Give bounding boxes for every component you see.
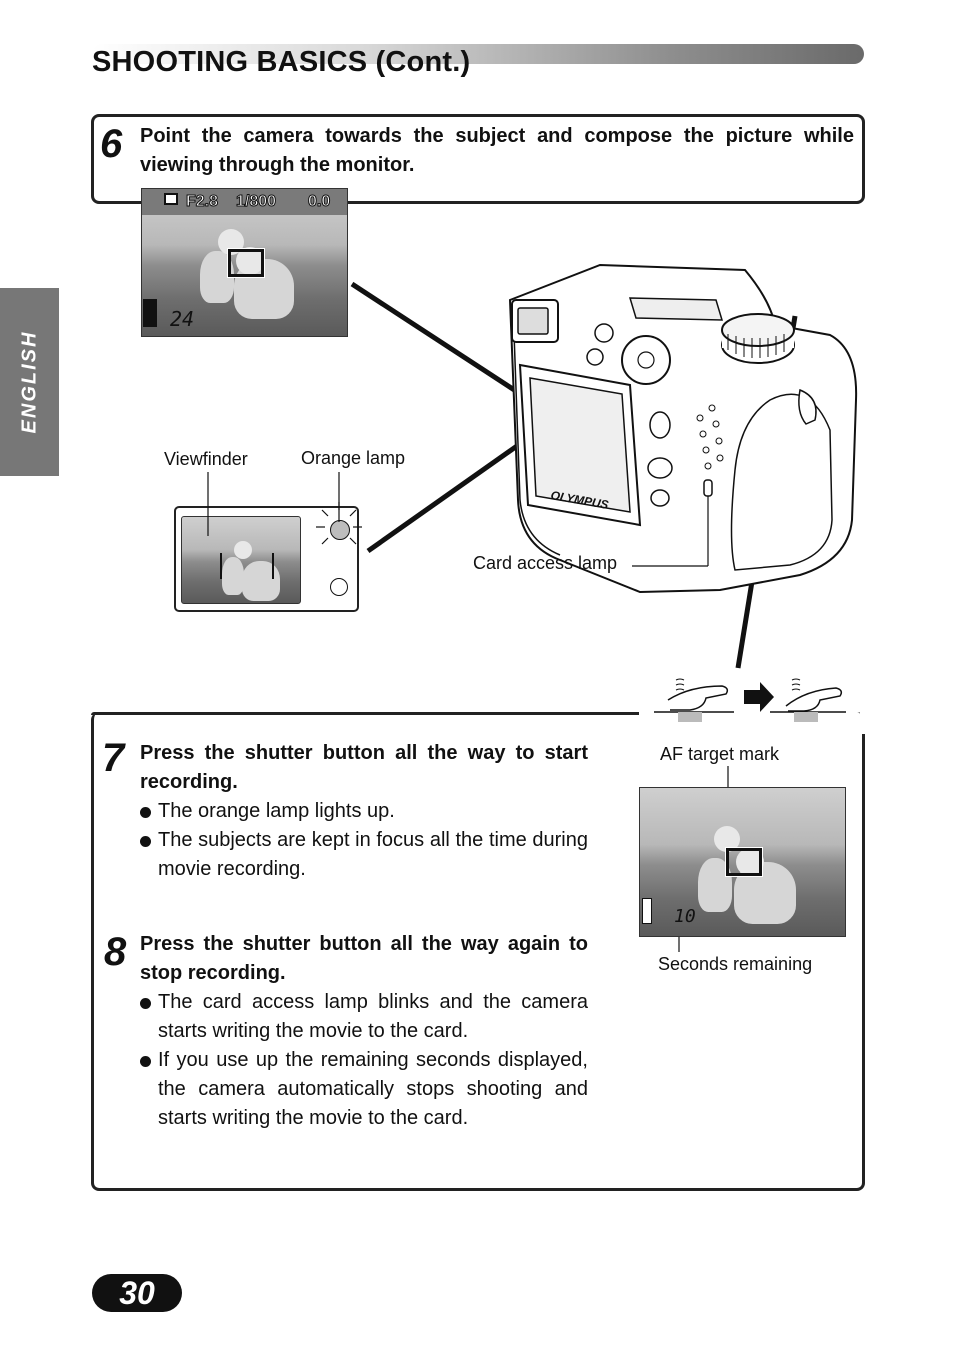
steps-7-8-box-right-gap bbox=[860, 712, 868, 734]
af-cross-mark bbox=[220, 553, 274, 579]
steps-7-8-box bbox=[91, 712, 865, 1191]
orange-lamp-indicator bbox=[330, 520, 350, 540]
step-8-heading: Press the shutter button all the way aga… bbox=[140, 933, 588, 984]
step-6-text: Point the camera towards the subject and… bbox=[140, 125, 854, 176]
step-8-number: 8 bbox=[104, 930, 127, 974]
seconds-remaining-label: Seconds remaining bbox=[658, 954, 813, 974]
viewfinder-image bbox=[181, 516, 301, 604]
step-7-heading: Press the shutter button all the way to … bbox=[140, 742, 588, 793]
step-8-content: Press the shutter button all the way aga… bbox=[140, 930, 588, 1133]
battery-icon bbox=[642, 898, 652, 924]
lion-head bbox=[714, 826, 740, 852]
step-7-number: 7 bbox=[102, 736, 125, 780]
af-target-mark bbox=[228, 249, 264, 277]
step-8-bullet: If you use up the remaining seconds disp… bbox=[140, 1046, 588, 1133]
exposure-readout: 0.0 bbox=[307, 193, 331, 211]
aperture-readout: F2.8 bbox=[185, 193, 219, 211]
step-7-content: Press the shutter button all the way to … bbox=[140, 739, 588, 884]
viewfinder-label: Viewfinder bbox=[164, 449, 248, 469]
viewfinder-diagram bbox=[174, 506, 359, 612]
green-lamp-indicator bbox=[330, 578, 348, 596]
monitor-photo: F2.8 1/800 0.0 24 bbox=[141, 188, 348, 337]
card-access-lamp-label: Card access lamp bbox=[473, 553, 618, 573]
header-bar bbox=[92, 44, 864, 64]
seconds-remaining-readout: 10 bbox=[674, 906, 696, 927]
step-7-bullet: The subjects are kept in focus all the t… bbox=[140, 826, 588, 884]
language-tab: ENGLISH bbox=[0, 288, 59, 476]
page-number: 30 bbox=[92, 1274, 182, 1312]
step-6-number: 6 bbox=[100, 122, 123, 166]
af-target-mark-label: AF target mark bbox=[660, 744, 780, 764]
orange-lamp-label: Orange lamp bbox=[301, 448, 406, 468]
battery-bar bbox=[143, 299, 157, 327]
step-7-bullet: The orange lamp lights up. bbox=[140, 797, 588, 826]
seconds-readout: 24 bbox=[170, 307, 195, 331]
lion-shape bbox=[222, 557, 244, 595]
af-target-mark bbox=[726, 848, 762, 876]
step-8-bullet: The card access lamp blinks and the came… bbox=[140, 988, 588, 1046]
shutter-readout: 1/800 bbox=[235, 193, 277, 211]
page-title: SHOOTING BASICS (Cont.) bbox=[92, 46, 471, 78]
steps-7-8-box-top bbox=[91, 712, 639, 715]
step-6-box bbox=[91, 114, 865, 204]
recording-photo: 10 bbox=[639, 787, 846, 937]
movie-icon bbox=[164, 193, 178, 205]
lion-head bbox=[234, 541, 252, 559]
